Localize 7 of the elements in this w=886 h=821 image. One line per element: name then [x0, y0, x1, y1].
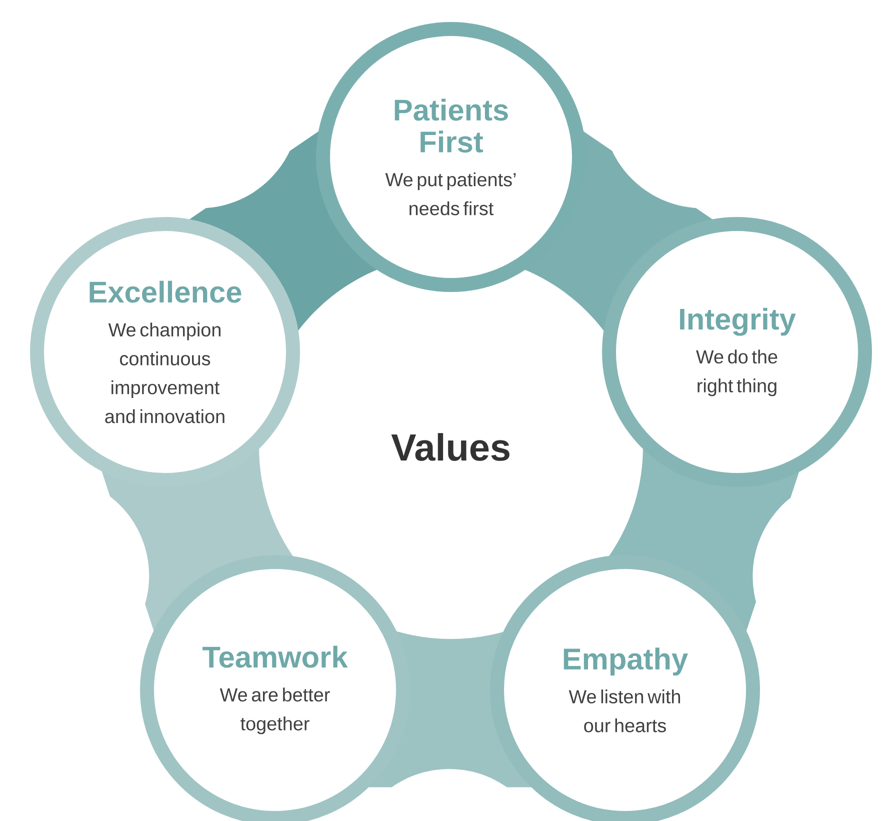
node-label: We do the right thing: [696, 350, 778, 396]
node-label: We are better together: [220, 688, 330, 734]
center-title: Values: [391, 433, 510, 461]
node-label: We listen with our hearts: [568, 690, 680, 732]
node-label: Integrity: [680, 308, 796, 336]
node-label: Teamwork: [202, 646, 348, 668]
node-label: Empathy: [564, 648, 688, 676]
